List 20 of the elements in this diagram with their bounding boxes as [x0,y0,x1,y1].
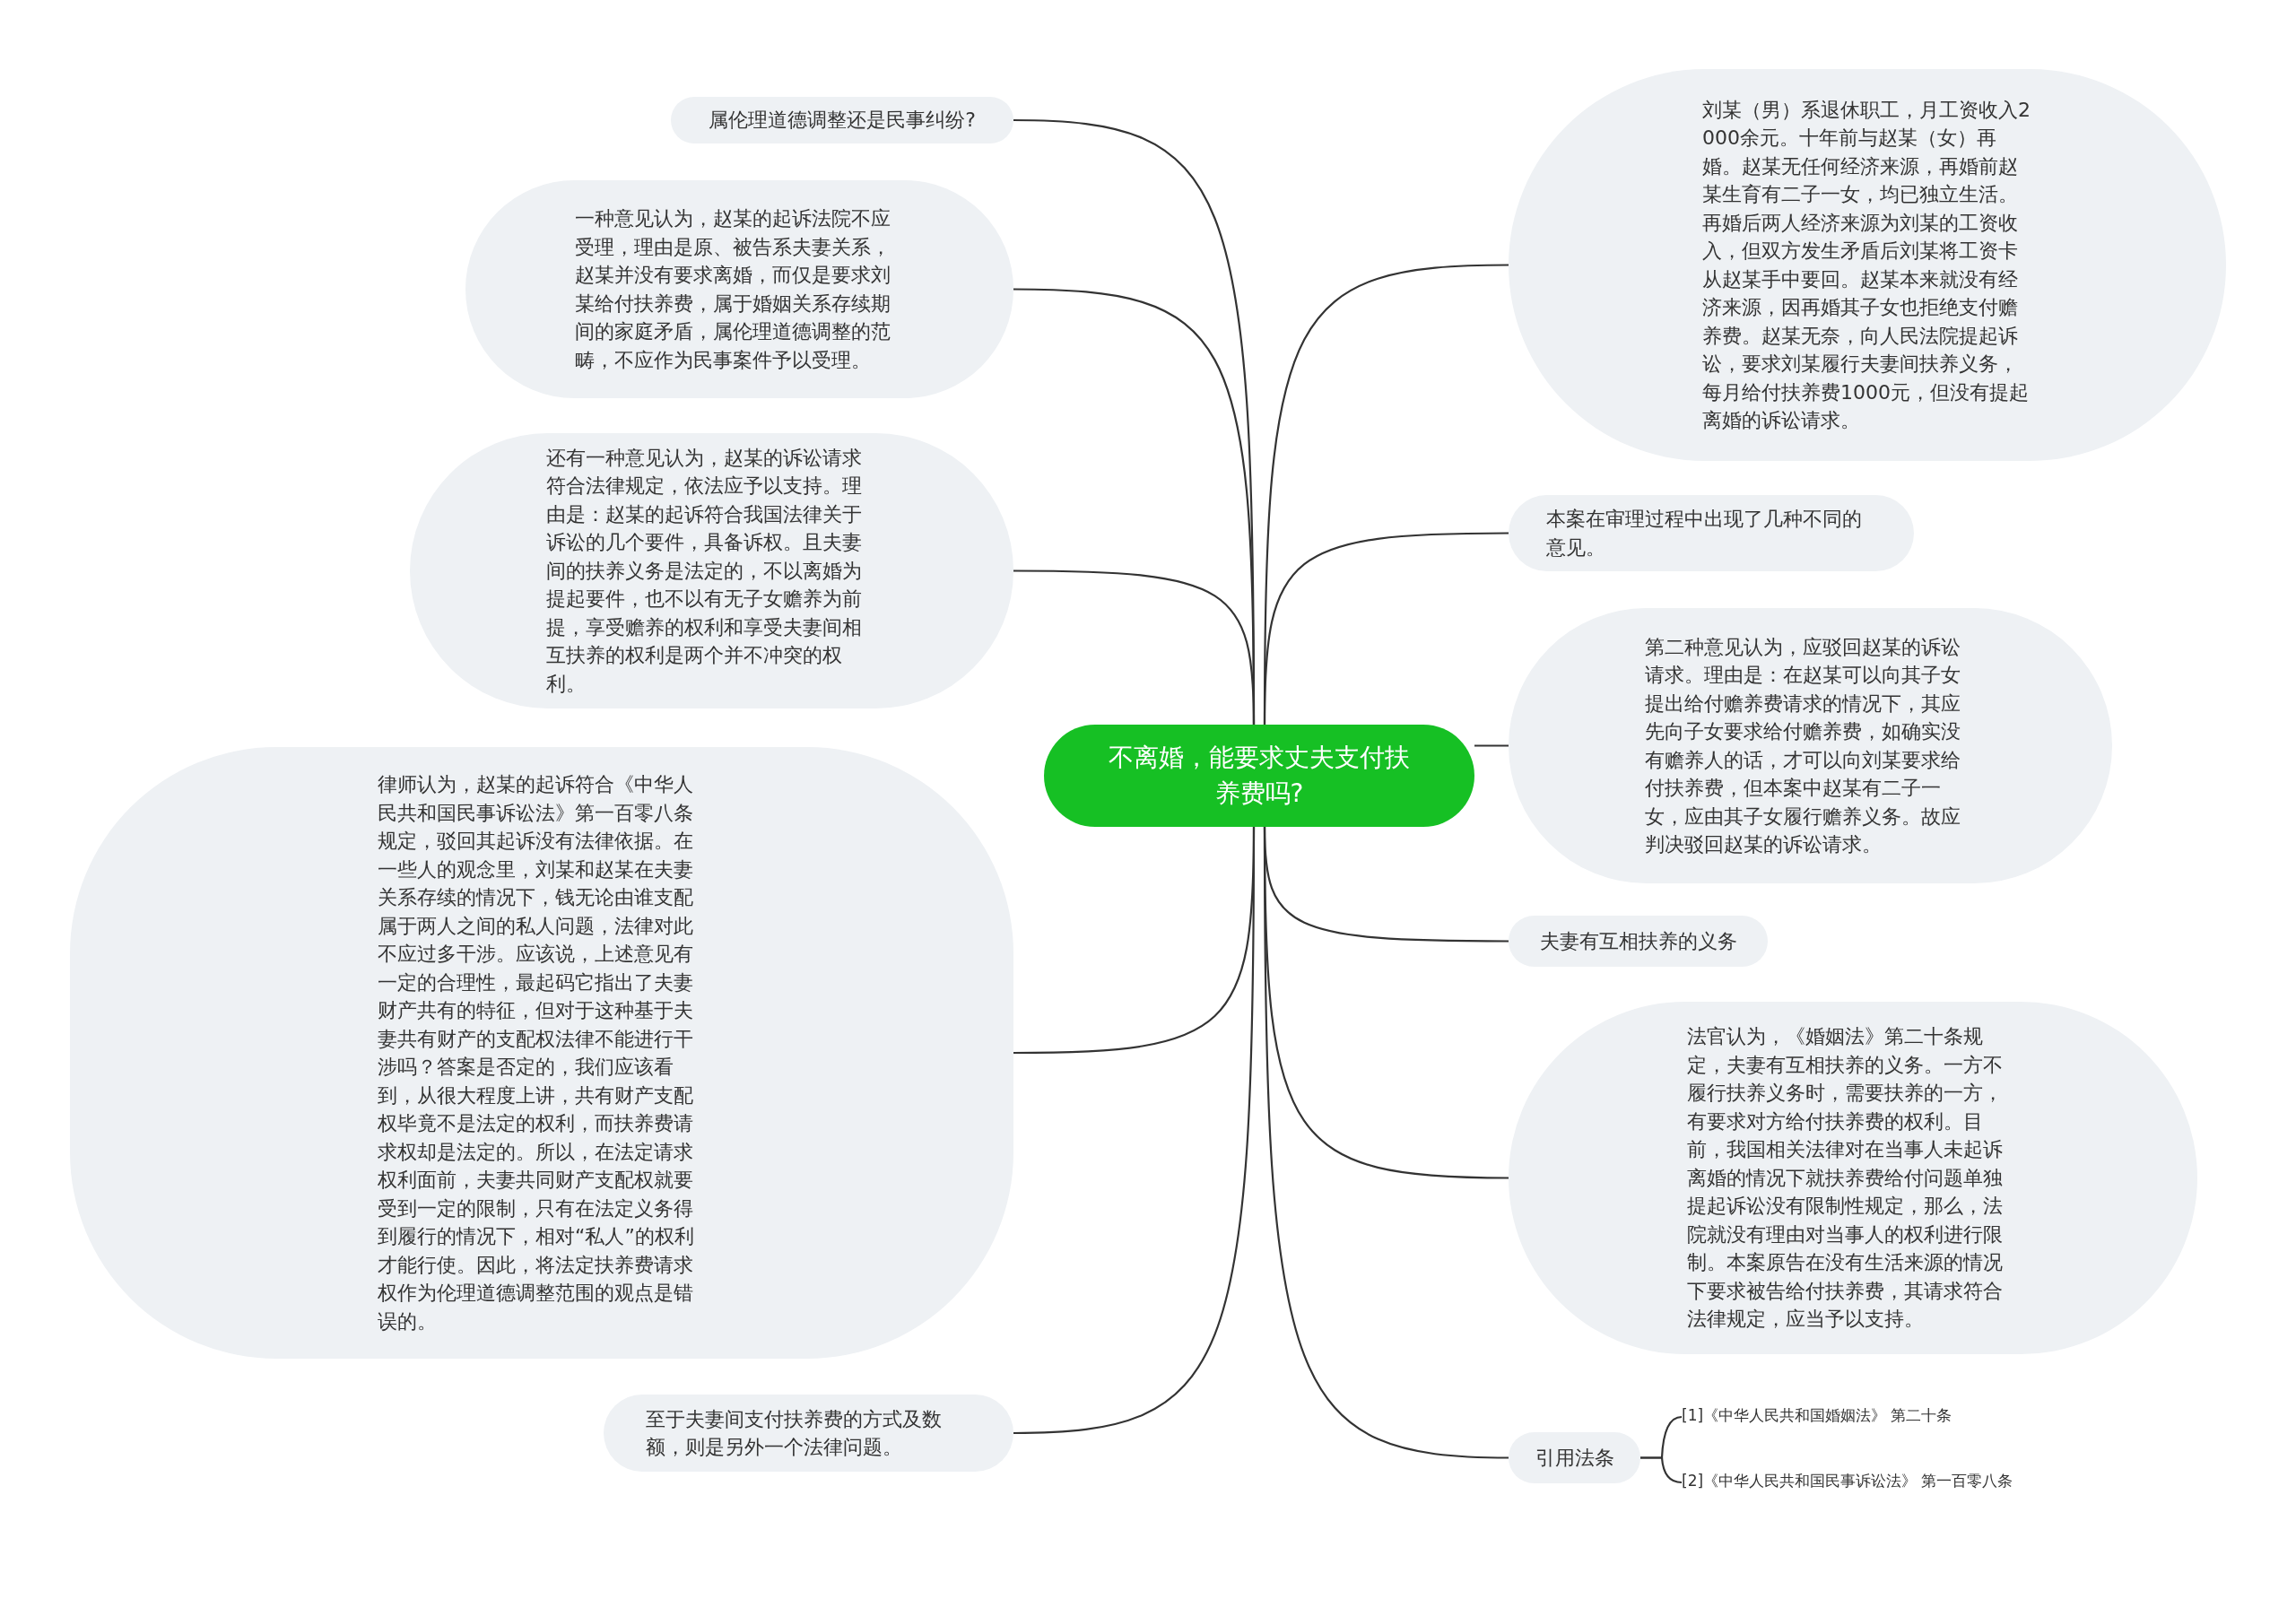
topic-bubble: 法官认为，《婚姻法》第二十条规定，夫妻有互相扶养的义务。一方不履行扶养义务时，需要扶养的一方，有要求对方给付扶养费的权利。目前，我国相关法律对在当事人未起诉离婚的情况下就扶养费给付问题单独提起诉讼没有限制性规定，那么，法院就没有理由对当事人的权利进行限制。本案原告在没有生活来源的情况下要求被告给付扶养费，其请求符合法律规定，应当予以支持。 [1509,1002,2197,1354]
reference-text: [2]《中华人民共和国民事诉讼法》 第一百零八条 [1682,1469,2022,1525]
topic-bubble: 至于夫妻间支付扶养费的方式及数额，则是另外一个法律问题。 [604,1395,1013,1472]
branch-line [1013,827,1256,1435]
topic-bubble: 属伦理道德调整还是民事纠纷? [671,97,1013,143]
topic-bubble: 夫妻有互相扶养的义务 [1509,916,1768,967]
topic-bubble: 一种意见认为，赵某的起诉法院不应受理，理由是原、被告系夫妻关系，赵某并没有要求离婚，而仅是要求刘某给付扶养费，属于婚姻关系存续期间的家庭矛盾，属伦理道德调整的范畴，不应作为民事案件予以受理。 [465,180,1013,398]
branch-line [1263,532,1509,725]
topic-bubble: 第二种意见认为，应驳回赵某的诉讼请求。理由是：在赵某可以向其子女提出给付赡养费请求的情况下，其应先向子女要求给付赡养费，如确实没有赡养人的话，才可以向刘某要求给付扶养费，但本案中赵某有二子一女，应由其子女履行赡养义务。故应判决驳回赵某的诉讼请求。 [1509,608,2112,883]
branch-line [1263,827,1509,1459]
topic-bubble: 律师认为，赵某的起诉符合《中华人民共和国民事诉讼法》第一百零八条规定，驳回其起诉没有法律依据。在一些人的观念里，刘某和赵某在夫妻关系存续的情况下，钱无论由谁支配属于两人之间的私人问题，法律对此不应过多干涉。应该说，上述意见有一定的合理性，最起码它指出了夫妻财产共有的特征，但对于这种基于夫妻共有财产的支配权法律不能进行干涉吗？答案是否定的，我们应该看到，从很大程度上讲，共有财产支配权毕竟不是法定的权利，而扶养费请求权却是法定的。所以，在法定请求权利面前，夫妻共同财产支配权就要受到一定的限制，只有在法定义务得到履行的情况下，相对“私人”的权利才能行使。因此，将法定扶养费请求权作为伦理道德调整范围的观点是错误的。 [70,747,1013,1359]
topic-bubble: 引用法条 [1509,1432,1640,1483]
topic-bubble: 还有一种意见认为，赵某的诉讼请求符合法律规定，依法应予以支持。理由是：赵某的起诉符合我国法律关于诉讼的几个要件，具备诉权。且夫妻间的扶养义务是法定的，不以离婚为提起要件，也不以有无子女赡养为前提，享受赡养的权利和享受夫妻间相互扶养的权利是两个并不冲突的权利。 [410,433,1013,708]
topic-bubble: 刘某（男）系退休职工，月工资收入2000余元。十年前与赵某（女）再婚。赵某无任何经济来源，再婚前赵某生育有二子一女，均已独立生活。再婚后两人经济来源为刘某的工资收入，但双方发生矛盾后刘某将工资卡从赵某手中要回。赵某本来就没有经济来源，因再婚其子女也拒绝支付赡养费。赵某无奈，向人民法院提起诉讼，要求刘某履行夫妻间扶养义务，每月给付扶养费1000元，但没有提起离婚的诉讼请求。 [1509,69,2226,461]
central-topic: 不离婚，能要求丈夫支付扶养费吗? [1044,725,1474,827]
reference-text: [1]《中华人民共和国婚姻法》 第二十条 [1682,1403,2005,1430]
topic-bubble: 本案在审理过程中出现了几种不同的意见。 [1509,495,1914,571]
branch-line [1013,569,1256,726]
bracket-line [1640,1456,1683,1484]
branch-line [1474,744,1509,747]
